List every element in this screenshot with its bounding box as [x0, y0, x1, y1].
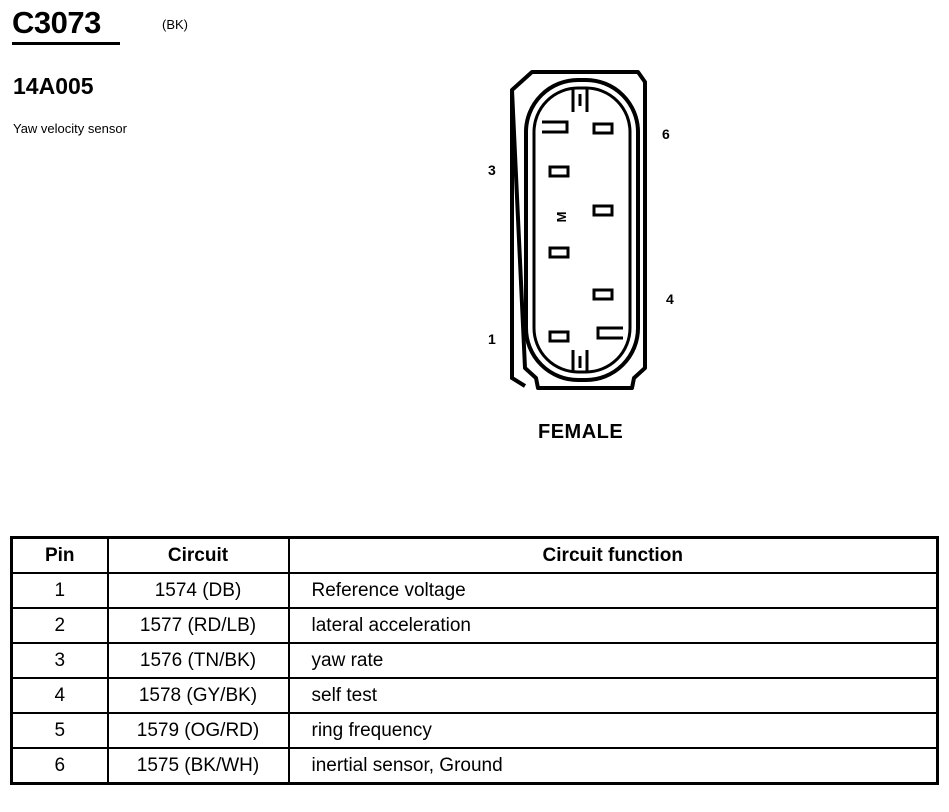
header-circuit: Circuit	[106, 536, 290, 574]
cell-pin: 1	[10, 572, 109, 609]
view-label: FEMALE	[538, 421, 624, 443]
table-row: 4 1578 (GY/BK) self test	[10, 677, 939, 714]
connector-outer-shell-left	[510, 90, 527, 388]
header-function: Circuit function	[287, 536, 939, 574]
connector-id: C3073	[12, 5, 101, 40]
terminal-pin-3	[548, 165, 570, 178]
terminal-pin-5	[592, 204, 614, 217]
cell-circuit: 1579 (OG/RD)	[106, 712, 290, 749]
cell-pin: 4	[10, 677, 109, 714]
cell-function: Reference voltage	[287, 572, 939, 609]
cell-function: yaw rate	[287, 642, 939, 679]
cell-circuit: 1574 (DB)	[106, 572, 290, 609]
cell-pin: 2	[10, 607, 109, 644]
table-row: 3 1576 (TN/BK) yaw rate	[10, 642, 939, 679]
top-left-rib	[542, 120, 569, 134]
terminal-pin-2	[548, 246, 570, 259]
connector-rim	[524, 78, 640, 382]
table-row: 6 1575 (BK/WH) inertial sensor, Ground	[10, 747, 939, 785]
cell-circuit: 1576 (TN/BK)	[106, 642, 290, 679]
table-row: 5 1579 (OG/RD) ring frequency	[10, 712, 939, 749]
pin-label-1: 1	[488, 331, 496, 347]
connector-cavity	[532, 86, 632, 374]
connector-color: (BK)	[162, 17, 188, 32]
connector-diagram: M 6 3 4 1	[470, 60, 700, 460]
table-row: 2 1577 (RD/LB) lateral acceleration	[10, 607, 939, 644]
cell-circuit: 1575 (BK/WH)	[106, 747, 290, 785]
cell-function: ring frequency	[287, 712, 939, 749]
connector-face-drawing: M	[510, 70, 647, 390]
pin-label-6: 6	[662, 126, 670, 142]
pin-label-4: 4	[666, 291, 674, 307]
terminal-pin-6	[592, 122, 614, 135]
pin-table: Pin Circuit Circuit function 1 1574 (DB)…	[10, 536, 939, 785]
cell-function: inertial sensor, Ground	[287, 747, 939, 785]
part-number: 14A005	[13, 73, 94, 99]
terminal-pin-4	[592, 288, 614, 301]
pin-label-3: 3	[488, 162, 496, 178]
table-header-row: Pin Circuit Circuit function	[10, 536, 939, 574]
connector-id-underline	[12, 42, 120, 45]
cell-function: lateral acceleration	[287, 607, 939, 644]
table-row: 1 1574 (DB) Reference voltage	[10, 572, 939, 609]
cell-circuit: 1578 (GY/BK)	[106, 677, 290, 714]
orientation-mark: M	[554, 212, 569, 223]
bottom-right-rib	[596, 326, 623, 340]
cell-circuit: 1577 (RD/LB)	[106, 607, 290, 644]
connector-outer-shell	[510, 70, 647, 390]
top-key	[571, 88, 589, 112]
terminal-pin-1	[548, 330, 570, 343]
cell-pin: 5	[10, 712, 109, 749]
header-pin: Pin	[10, 536, 109, 574]
cell-pin: 3	[10, 642, 109, 679]
cell-pin: 6	[10, 747, 109, 785]
component-name: Yaw velocity sensor	[13, 121, 127, 136]
cell-function: self test	[287, 677, 939, 714]
bottom-key	[571, 350, 589, 372]
